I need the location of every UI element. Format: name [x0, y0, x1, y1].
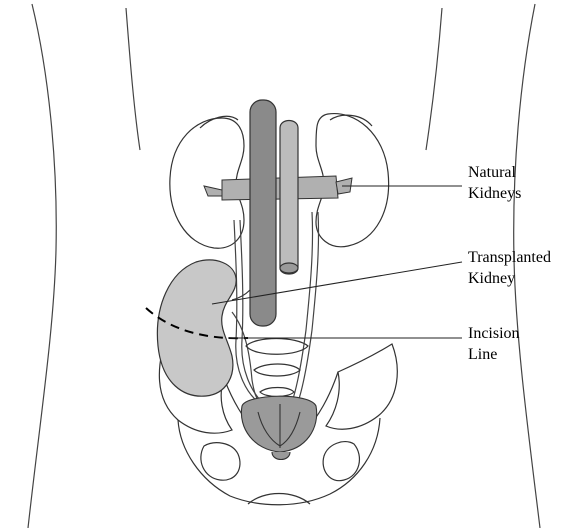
- transplanted-kidney-label: Transplanted Kidney: [468, 247, 551, 289]
- shoulder-line-right: [426, 8, 442, 150]
- natural-kidneys-label-line1: Natural: [468, 162, 521, 183]
- shoulder-line-left: [126, 8, 140, 150]
- transplanted-kidney-label-line1: Transplanted: [468, 247, 551, 268]
- great-vessels: [250, 100, 298, 326]
- natural-kidneys-label: Natural Kidneys: [468, 162, 521, 204]
- bladder: [241, 396, 316, 459]
- aorta: [280, 121, 298, 275]
- sacrum-low: [260, 388, 294, 397]
- hip-socket-right: [323, 442, 359, 481]
- vena-cava: [250, 100, 276, 326]
- sacrum-mid: [254, 364, 300, 376]
- bladder-shape: [241, 396, 316, 452]
- transplanted-kidney-shape: [157, 260, 236, 396]
- vessel-end-cap: [280, 263, 298, 273]
- sacrum-top: [246, 339, 308, 355]
- incision-line-label: Incision Line: [468, 323, 520, 365]
- hip-socket-left: [201, 443, 240, 480]
- torso-left-edge: [28, 4, 56, 528]
- transplanted-kidney-label-line2: Kidney: [468, 268, 551, 289]
- natural-kidneys-label-line2: Kidneys: [468, 183, 521, 204]
- iliac-right: [326, 344, 397, 429]
- incision-line-label-line2: Line: [468, 344, 520, 365]
- bladder-neck: [272, 452, 290, 460]
- renal-vessels: [204, 176, 352, 200]
- incision-line-label-line1: Incision: [468, 323, 520, 344]
